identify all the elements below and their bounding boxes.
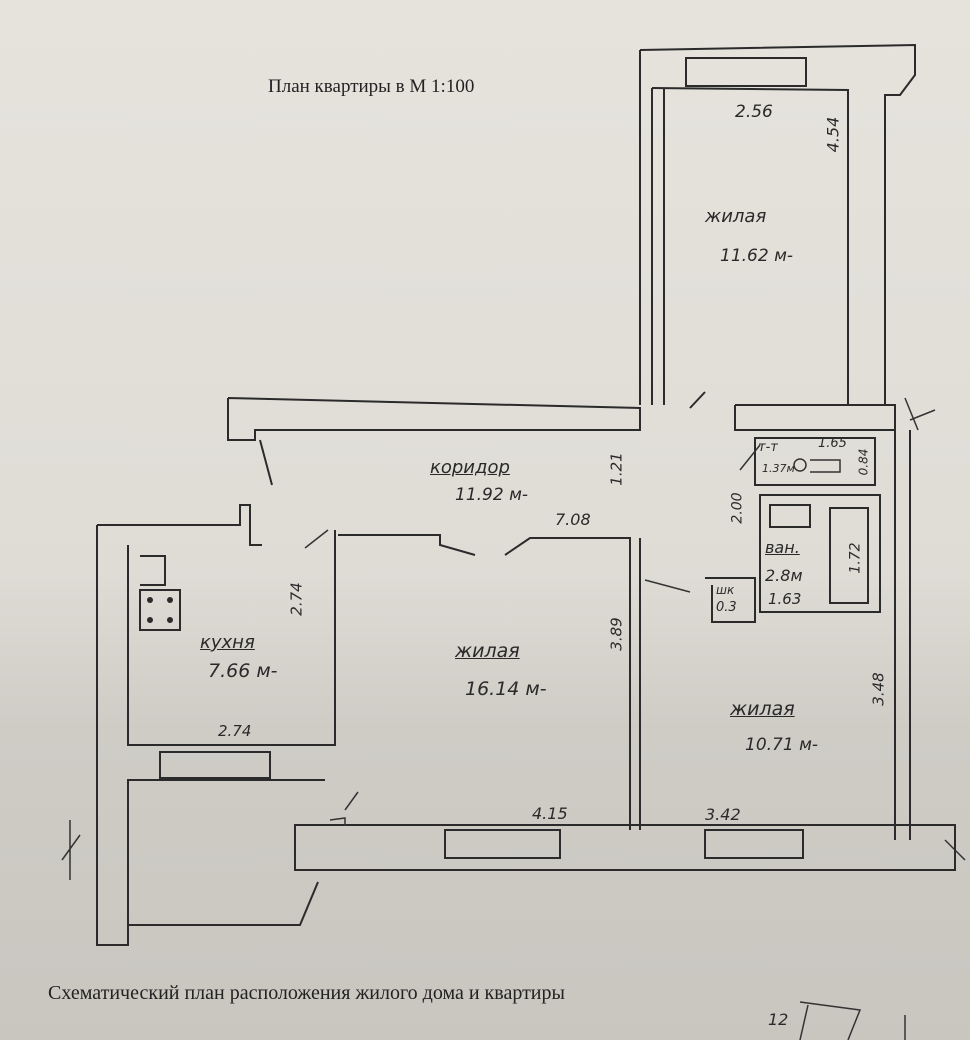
right-room-side-dim: 3.48 (869, 672, 888, 706)
bottom-wall (61, 791, 966, 926)
bath-area: 2.8м (765, 566, 803, 585)
plan-caption: Схематический план расположения жилого д… (48, 982, 565, 1004)
top-room-length: 4.54 (823, 116, 843, 153)
kitchen-bottom-dim: 2.74 (218, 722, 252, 740)
corner-mark: 12 (768, 1010, 789, 1029)
center-room-walls (338, 534, 691, 830)
toilet-depth: 0.84 (856, 448, 871, 476)
corner-fragment (799, 1001, 906, 1040)
right-room-area: 10.71 м- (745, 735, 819, 755)
corridor-name: коридор (430, 457, 510, 478)
kitchen-area: 7.66 м- (208, 660, 278, 682)
closet-area: 0.3 (716, 600, 737, 615)
top-room-walls (639, 43, 916, 405)
toilet-width: 1.65 (818, 436, 847, 451)
kitchen-side-dim: 2.74 (287, 582, 306, 616)
bathroom-walls (705, 437, 881, 623)
center-room-name: жилая (455, 640, 520, 662)
top-room-area: 11.62 м- (720, 246, 794, 266)
kitchen-name: кухня (200, 632, 255, 653)
kitchen-walls (96, 504, 336, 946)
bath-depth: 1.72 (847, 542, 864, 574)
corridor-area: 11.92 м- (455, 485, 529, 505)
right-room-bottom-dim: 3.42 (705, 805, 741, 824)
bath-width: 1.63 (768, 590, 802, 608)
closet-name: шк (716, 583, 735, 597)
corridor-side-dim: 1.21 (607, 452, 626, 486)
right-room-name: жилая (730, 698, 795, 720)
center-room-area: 16.14 м- (465, 678, 547, 700)
top-room-width: 2.56 (735, 102, 773, 122)
center-room-side-dim: 3.89 (607, 617, 626, 651)
bath-side-dim: 2.00 (729, 492, 746, 524)
right-room-walls (894, 397, 936, 840)
corridor-bottom-dim: 7.08 (555, 510, 591, 529)
toilet-area: 1.37м (762, 462, 795, 475)
top-room-name: жилая (705, 206, 767, 227)
bath-name: ван. (765, 538, 800, 557)
toilet-name: т-т (758, 440, 778, 455)
center-room-bottom-dim: 4.15 (532, 804, 568, 823)
plan-title: План квартиры в М 1:100 (268, 76, 475, 97)
